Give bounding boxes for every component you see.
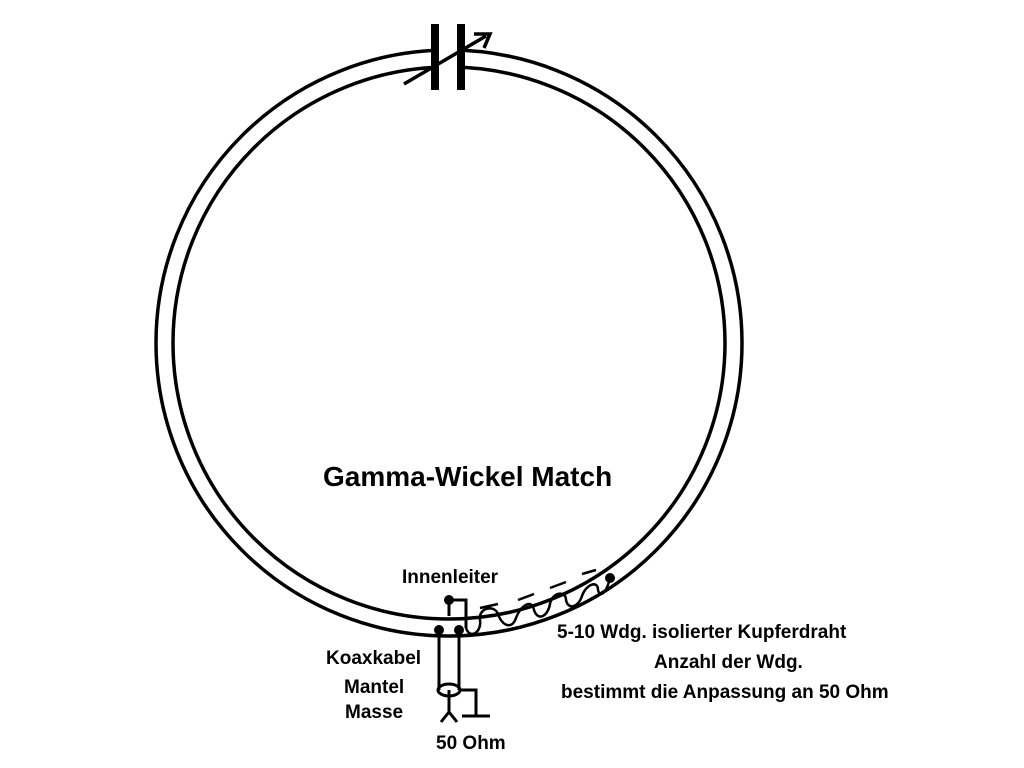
capacitor-plate-right (457, 24, 465, 90)
label-koaxkabel: Koaxkabel (326, 648, 421, 669)
capacitor-plate-left (431, 24, 439, 90)
variable-capacitor-icon (403, 24, 493, 90)
coax-shield-junction-right (454, 625, 464, 635)
diagram-title: Gamma-Wickel Match (323, 461, 612, 492)
loop-outer-ring (154, 48, 744, 638)
coax-cable (436, 628, 490, 723)
label-winding-matching: bestimmt die Anpassung an 50 Ohm (561, 682, 889, 703)
label-masse: Masse (345, 702, 403, 723)
label-mantel: Mantel (344, 677, 404, 698)
loop-inner-ring (171, 65, 727, 621)
label-winding-number: Anzahl der Wdg. (654, 652, 803, 673)
inner-conductor-junction (444, 595, 454, 605)
gamma-winding-coil (464, 568, 612, 636)
capacitor-arrow-head (474, 32, 493, 49)
capacitor-tuning-arrow (403, 34, 487, 86)
coax-shield-junction-left (434, 625, 444, 635)
coil-end-junction (605, 573, 615, 583)
label-50-ohm: 50 Ohm (436, 733, 506, 754)
loop-antenna (154, 48, 744, 638)
label-winding-count: 5-10 Wdg. isolierter Kupferdraht (557, 622, 847, 643)
label-innenleiter: Innenleiter (402, 567, 499, 588)
